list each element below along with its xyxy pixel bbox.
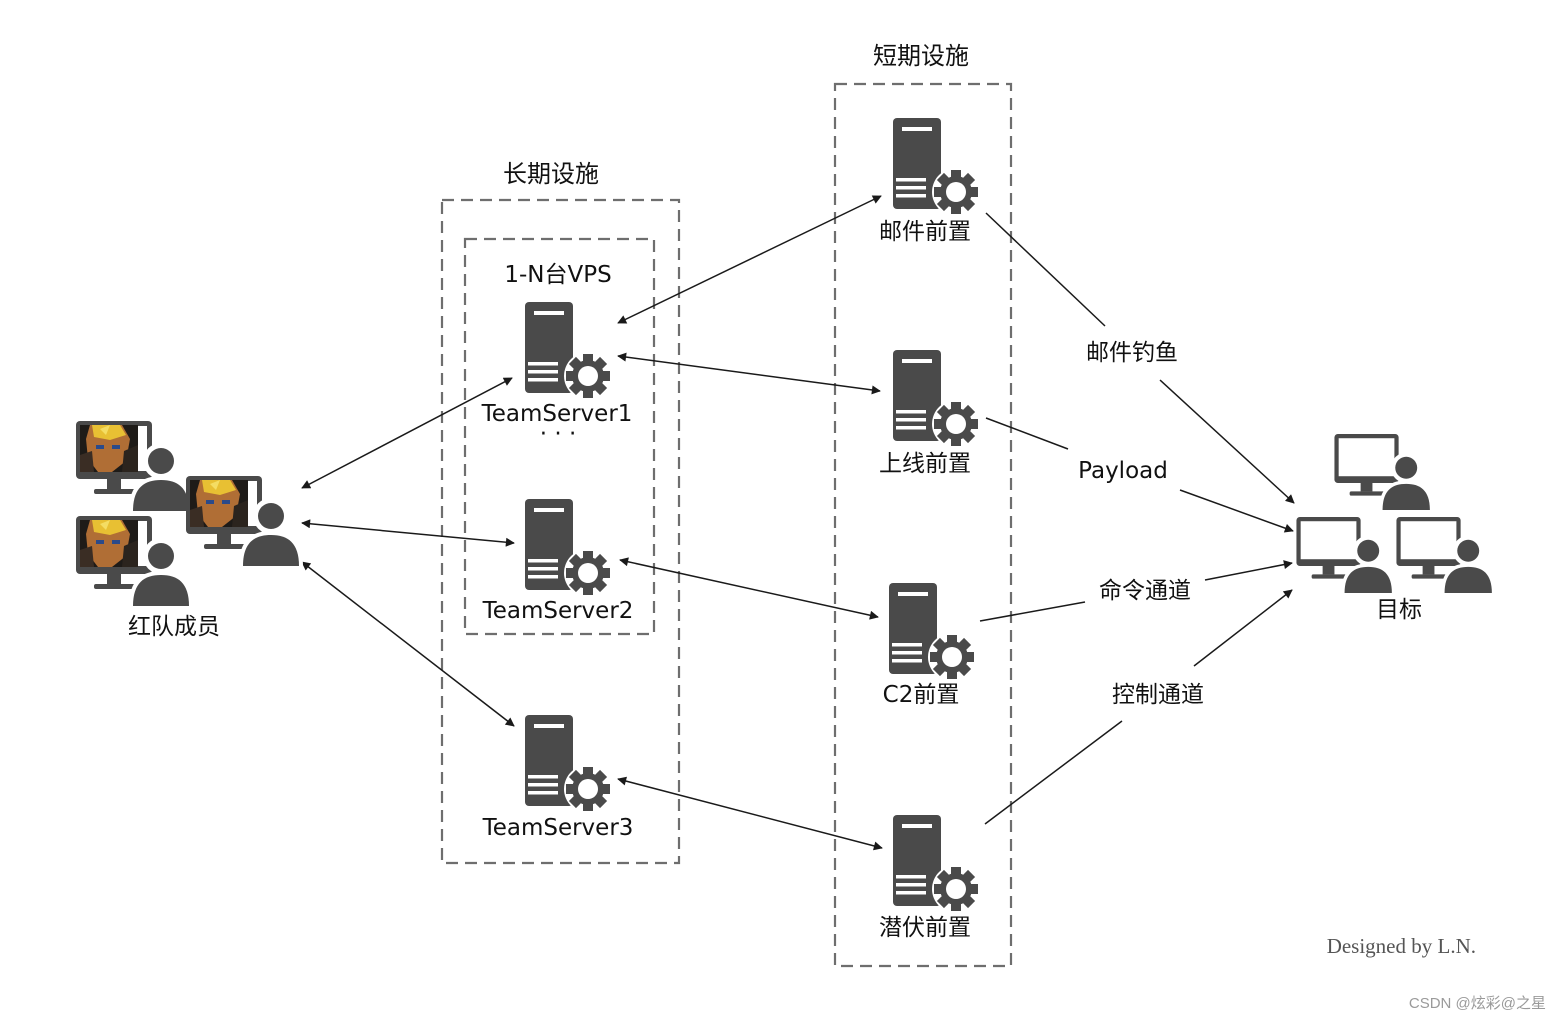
edge-online-payload	[985, 417, 1069, 450]
vps-ellipsis: · · ·	[540, 421, 577, 447]
lurk-redirector-label: 潜伏前置	[879, 915, 971, 941]
edge-ts2-c2	[619, 557, 879, 620]
teamserver2-icon	[525, 499, 612, 597]
edge-ts3-lurk	[617, 776, 883, 851]
short-term-box	[833, 82, 1013, 968]
teamserver3-icon	[525, 715, 612, 813]
long-term-title: 长期设施	[503, 160, 599, 188]
edge-lurk-control	[984, 720, 1123, 825]
label-payload: Payload	[1078, 458, 1168, 484]
edge-command-target	[1204, 560, 1293, 581]
c2-redirector-icon	[889, 583, 976, 681]
edge-ts1-mail	[617, 195, 882, 324]
csdn-watermark: CSDN @炫彩@之星	[1409, 995, 1546, 1012]
designer-credit: Designed by L.N.	[1327, 934, 1476, 958]
edge-team-ts3	[301, 561, 515, 727]
edge-control-target	[1193, 589, 1293, 667]
target-user-right	[1396, 517, 1496, 593]
red-team-label: 红队成员	[128, 614, 220, 640]
c2-redirector-label: C2前置	[883, 682, 960, 708]
teamserver2-label: TeamServer2	[482, 598, 634, 624]
edge-ts1-online	[617, 352, 881, 395]
edge-team-ts1	[301, 377, 513, 489]
mail-redirector-label: 邮件前置	[879, 219, 971, 245]
vps-title: 1-N台VPS	[504, 262, 611, 288]
edge-mail-phishing	[985, 212, 1106, 327]
edge-c2-command	[979, 601, 1086, 622]
label-phishing: 邮件钓鱼	[1086, 340, 1178, 366]
edge-payload-target	[1179, 489, 1294, 533]
online-redirector-label: 上线前置	[879, 451, 971, 477]
teamserver1-icon	[525, 302, 612, 400]
red-team-member-2	[76, 516, 193, 606]
label-command: 命令通道	[1099, 578, 1191, 604]
red-team-member-3	[186, 476, 303, 566]
edge-team-ts2	[301, 519, 515, 547]
short-term-title: 短期设施	[873, 42, 969, 70]
target-label: 目标	[1376, 597, 1422, 623]
teamserver1-label: TeamServer1	[481, 401, 633, 427]
lurk-redirector-icon	[893, 815, 980, 913]
edge-phishing-target	[1159, 379, 1295, 504]
online-redirector-icon	[893, 350, 980, 448]
red-team-member-1	[76, 421, 193, 511]
teamserver3-label: TeamServer3	[482, 815, 634, 841]
target-user-left	[1296, 517, 1396, 593]
label-control: 控制通道	[1112, 682, 1204, 708]
mail-redirector-icon	[893, 118, 980, 216]
target-user-top	[1334, 434, 1434, 510]
